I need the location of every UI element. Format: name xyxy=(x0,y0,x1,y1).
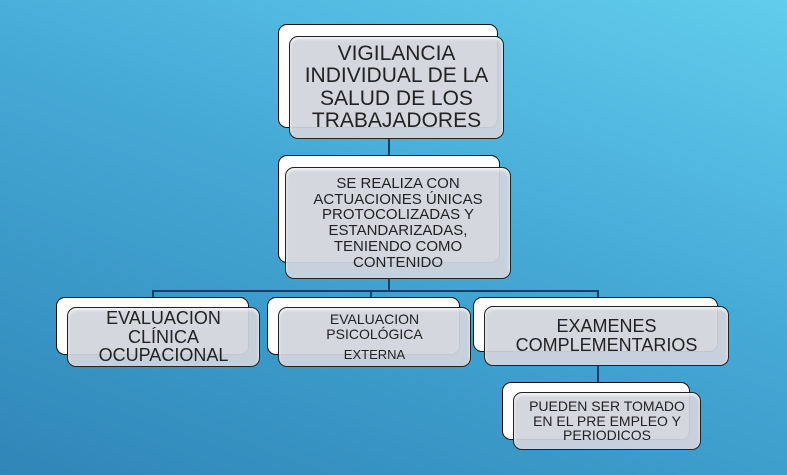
root-line: VIGILANCIA xyxy=(337,42,456,66)
process-line: ACTUACIONES ÚNICAS xyxy=(313,190,483,208)
timing-line: PERIODICOS xyxy=(563,427,651,444)
psych-extra: EXTERNA xyxy=(343,347,406,363)
connector-psych xyxy=(370,290,372,300)
root-node: VIGILANCIA INDIVIDUAL DE LA SALUD DE LOS… xyxy=(289,36,504,139)
process-node: SE REALIZA CON ACTUACIONES ÚNICAS PROTOC… xyxy=(285,167,511,279)
psych-line: PSICOLÓGICA xyxy=(326,325,423,342)
timing-line: PUEDEN SER TOMADO xyxy=(529,397,685,414)
connector-root-process xyxy=(388,138,390,168)
root-line: SALUD DE LOS xyxy=(320,86,473,110)
timing-node: PUEDEN SER TOMADO EN EL PRE EMPLEO Y PER… xyxy=(513,392,701,450)
connector-exams xyxy=(597,290,599,300)
process-line: PROTOCOLIZADAS Y xyxy=(322,206,474,224)
process-line: SE REALIZA CON xyxy=(336,174,460,192)
root-line: INDIVIDUAL DE LA xyxy=(304,64,489,88)
timing-line: EN EL PRE EMPLEO Y xyxy=(533,412,681,429)
root-line: TRABAJADORES xyxy=(311,108,482,132)
process-line: CONTENIDO xyxy=(353,253,443,271)
connector-process-down xyxy=(388,278,390,292)
connector-exams-timing xyxy=(597,365,599,383)
exams-line: EXAMENES xyxy=(556,316,657,337)
exams-node: EXAMENES COMPLEMENTARIOS xyxy=(484,306,729,366)
process-line: TENIENDO COMO xyxy=(333,237,463,255)
process-line: ESTANDARIZADAS, xyxy=(328,222,468,239)
psych-node: EVALUACION PSICOLÓGICA EXTERNA xyxy=(278,307,471,367)
clinical-node: EVALUACION CLÍNICA OCUPACIONAL xyxy=(67,307,260,367)
exams-line: COMPLEMENTARIOS xyxy=(515,335,698,355)
clinical-line: EVALUACION xyxy=(106,307,221,328)
connector-horizontal xyxy=(152,290,599,292)
psych-line: EVALUACION xyxy=(329,311,420,327)
clinical-line: OCUPACIONAL xyxy=(98,345,229,366)
clinical-line: CLÍNICA xyxy=(127,326,199,347)
connector-clinical xyxy=(152,290,154,300)
